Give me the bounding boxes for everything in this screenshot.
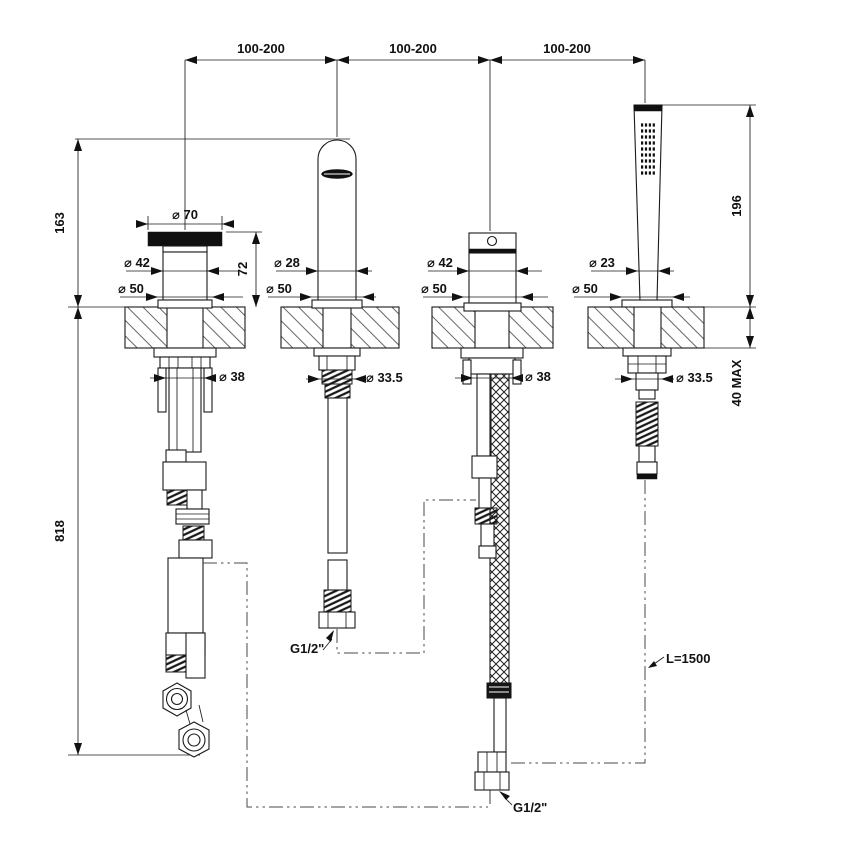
dim-diverter-base: ⌀ 50 <box>421 281 447 296</box>
diverter-diameter-dimensions: ⌀ 42 ⌀ 50 ⌀ 38 G1/2" <box>421 255 551 815</box>
handle-body <box>162 251 208 301</box>
dim-height-above-deck: 163 <box>52 212 67 234</box>
spout-fixture <box>311 139 363 629</box>
spout-connection-nut <box>318 611 356 629</box>
dim-handshower-nut: ⌀ 33.5 <box>676 370 713 385</box>
right-dimension-chain: 196 40 MAX <box>729 105 754 406</box>
handle-fixture <box>147 231 223 758</box>
spout-supply-hose <box>327 397 348 554</box>
hose-routing-path <box>203 480 646 808</box>
dim-spacing-left: 100-200 <box>237 41 285 56</box>
reference-lines <box>68 104 756 756</box>
dim-depth-below-deck: 818 <box>52 520 67 542</box>
handle-cap <box>147 231 223 247</box>
label-spout-thread: G1/2" <box>290 641 324 656</box>
dim-handshower-wand: ⌀ 23 <box>589 255 615 270</box>
handshower-hose-connector <box>635 401 659 447</box>
dim-spacing-right: 100-200 <box>543 41 591 56</box>
dim-handle-hole: ⌀ 38 <box>219 369 245 384</box>
dim-handle-base: ⌀ 50 <box>118 281 144 296</box>
label-diverter-thread: G1/2" <box>513 800 547 815</box>
dim-spacing-mid: 100-200 <box>389 41 437 56</box>
handshower-base-flange <box>621 299 673 308</box>
hose-ferrule <box>486 682 512 699</box>
dim-handshower-height: 196 <box>729 195 744 217</box>
left-dimension-chain: 163 818 <box>52 139 82 755</box>
dim-diverter-hole: ⌀ 38 <box>525 369 551 384</box>
diverter-body <box>468 252 517 304</box>
spout-body <box>317 139 357 303</box>
diverter-fixture <box>460 232 524 804</box>
handshower-fixture <box>621 104 673 480</box>
handle-to-supply-route <box>203 562 488 808</box>
label-hose-length: L=1500 <box>666 651 710 666</box>
handle-lower-body <box>167 557 204 634</box>
handle-base-flange <box>157 299 213 309</box>
handshower-spray-face <box>641 123 656 175</box>
dim-spout-base: ⌀ 50 <box>266 281 292 296</box>
dim-spout-body: ⌀ 28 <box>274 255 300 270</box>
top-spacing-dimension: 100-200 100-200 100-200 <box>185 41 645 64</box>
diverter-base-flange <box>463 302 522 312</box>
handshower-wand <box>633 104 663 302</box>
mounting-deck <box>124 306 705 349</box>
spout-base-flange <box>311 299 363 309</box>
dim-handle-height: 72 <box>235 262 250 276</box>
diverter-connection-nut <box>474 771 510 791</box>
spout-to-diverter-route <box>336 499 476 654</box>
dim-diverter-body: ⌀ 42 <box>427 255 453 270</box>
dim-deck-thickness-max: 40 MAX <box>729 359 744 406</box>
spout-diameter-dimensions: ⌀ 28 ⌀ 50 ⌀ 33.5 G1/2" <box>266 255 403 656</box>
dim-handle-cap: ⌀ 70 <box>172 207 198 222</box>
handle-height-dimension: 72 <box>226 231 262 307</box>
handshower-diameter-dimensions: ⌀ 23 ⌀ 50 ⌀ 33.5 L=1500 <box>572 255 713 668</box>
dim-handshower-base: ⌀ 50 <box>572 281 598 296</box>
handle-elbow-fittings <box>162 682 210 758</box>
handle-supply-tubes <box>168 367 202 453</box>
dim-spout-nut: ⌀ 33.5 <box>366 370 403 385</box>
dim-handle-body: ⌀ 42 <box>124 255 150 270</box>
extension-lines-top <box>184 60 646 231</box>
handle-diameter-dimensions: ⌀ 70 ⌀ 42 ⌀ 50 ⌀ 38 <box>118 207 245 384</box>
handshower-hose-route <box>508 480 646 764</box>
